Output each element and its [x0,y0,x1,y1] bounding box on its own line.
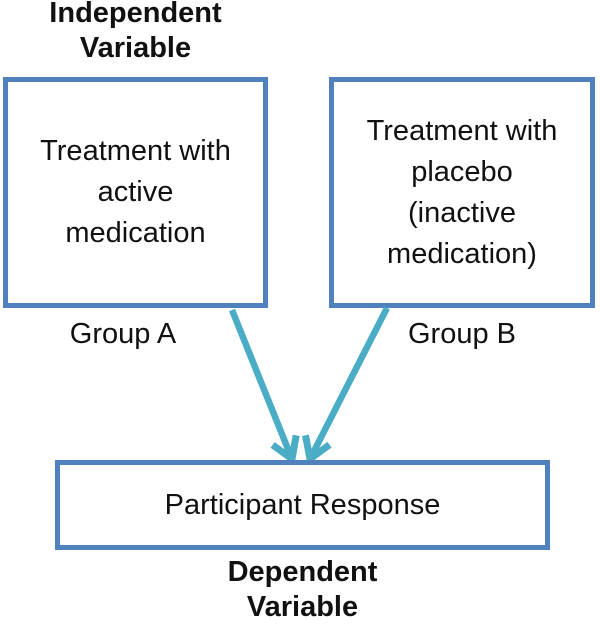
treatment-active-line-2: active [97,176,174,208]
treatment-active-text: Treatment with active medication [40,131,231,254]
dependent-variable-label: Dependent Variable [55,555,550,625]
treatment-placebo-line-3: (inactive [408,196,516,229]
dependent-variable-line-2: Variable [246,591,359,623]
treatment-placebo-line-4: medication) [387,237,537,270]
treatment-placebo-box: Treatment with placebo (inactive medicat… [329,77,595,308]
treatment-active-line-3: medication [65,217,206,249]
independent-variable-label: Independent Variable [3,0,268,66]
group-b-label: Group B [329,316,595,352]
treatment-active-box: Treatment with active medication [3,77,268,308]
treatment-placebo-line-2: placebo [411,155,513,188]
treatment-active-line-1: Treatment with [40,135,231,167]
group-a-label-text: Group A [69,318,177,350]
independent-variable-line-1: Independent [49,0,222,29]
group-b-label-text: Group B [408,318,516,350]
participant-response-box: Participant Response [55,460,550,550]
treatment-placebo-text: Treatment with placebo (inactive medicat… [367,111,558,275]
dependent-variable-line-1: Dependent [227,556,378,588]
participant-response-text: Participant Response [164,489,441,521]
independent-variable-line-2: Variable [79,32,192,64]
treatment-placebo-line-1: Treatment with [366,114,558,147]
group-a-label: Group A [3,316,243,352]
